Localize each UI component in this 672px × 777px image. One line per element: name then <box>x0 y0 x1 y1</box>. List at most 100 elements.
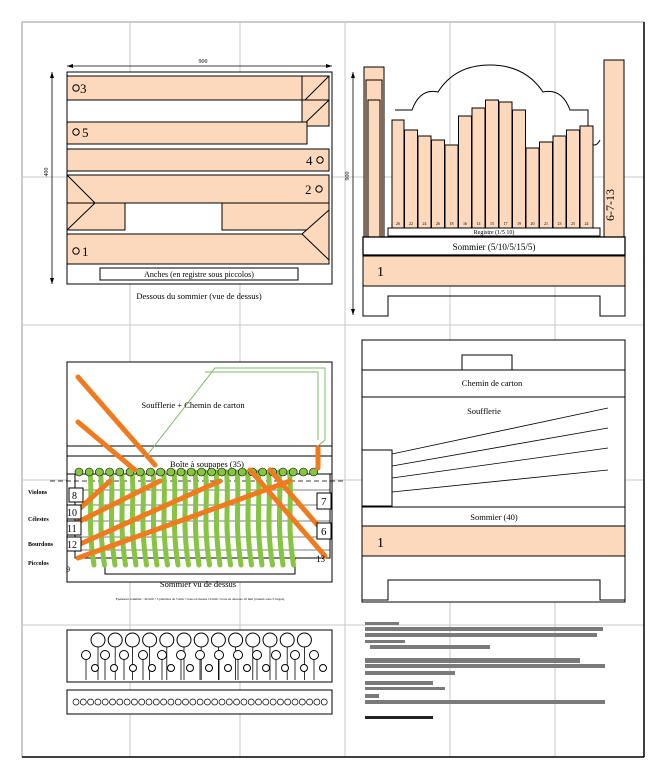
valve-hole <box>146 467 155 477</box>
panel-side-section: Chemin de carton Soufflerie Sommier (40)… <box>361 339 626 603</box>
rack-hole-large <box>159 632 175 648</box>
rack-hole-large <box>193 632 209 648</box>
center-pipe: 25 <box>566 129 580 229</box>
rack-row-hole <box>262 698 270 706</box>
pipe-number: 17 <box>504 221 508 226</box>
rack-hole-small <box>148 664 156 672</box>
left-number-8: 8 <box>72 491 77 502</box>
center-pipe: 24 <box>417 135 432 229</box>
pipe-number: 25 <box>571 221 575 226</box>
bellows-path-title: Soufflerie + Chemin de carton <box>141 400 245 410</box>
rack-hole-large <box>142 632 158 648</box>
right-number-7: 7 <box>321 496 327 508</box>
rack-hole-medium <box>309 650 319 660</box>
center-pipe: 17 <box>498 101 513 229</box>
pipe-number: 18 <box>450 221 454 226</box>
rack-hole-medium <box>195 650 205 660</box>
rack-hole-medium <box>157 650 167 660</box>
rack-hole-large <box>90 632 106 648</box>
rack-row-hole <box>160 698 167 706</box>
right-number-6: 6 <box>321 526 327 538</box>
rack-row-hole <box>240 698 248 706</box>
rack-hole-large <box>279 632 295 648</box>
rack-row-hole <box>131 698 138 706</box>
rack-row-hole <box>167 698 175 706</box>
rack-row-hole <box>291 698 299 706</box>
panel-pipe-elevation: 900 8-9-10-11-12 6-7-13 2622242618161415… <box>345 59 626 317</box>
valve-hole <box>258 467 267 477</box>
rack-hole-small <box>281 664 289 672</box>
pipe-number: 24 <box>585 221 589 226</box>
rack-row-hole <box>145 698 153 706</box>
slot-5 <box>66 121 308 145</box>
pipe-number: 14 <box>477 221 481 226</box>
underside-caption: Dessous du sommier (vue de dessus) <box>136 291 262 301</box>
slot-3-label: 3 <box>80 81 87 96</box>
rack-row-hole <box>255 698 262 706</box>
valve-hole <box>227 467 237 477</box>
rack-hole-small <box>205 664 213 672</box>
pipe-number: 21 <box>544 221 548 226</box>
rack-row-hole <box>218 698 226 706</box>
air-channel <box>171 469 181 568</box>
rack-hole-medium <box>138 650 148 660</box>
rack-hole-small <box>243 664 251 672</box>
panel-underside-view: 900 400 3 5 4 2 1 Anches (en registre so… <box>44 59 333 301</box>
left-number-10: 10 <box>67 508 77 519</box>
air-channel <box>140 469 149 568</box>
rack-row-hole <box>204 698 211 706</box>
rack-hole-large <box>296 632 312 648</box>
panel-windchest-top: Soufflerie + Chemin de carton Boîte à so… <box>28 361 345 601</box>
rack-hole-medium <box>271 650 281 660</box>
slot-4 <box>66 148 330 172</box>
valve-hole <box>156 467 165 477</box>
rack-row-hole <box>211 698 219 706</box>
rack-row-hole <box>313 698 321 706</box>
register-caption: Registre (1/5 10) <box>474 229 515 236</box>
rack-row-hole <box>79 698 87 706</box>
side-label-violons: Violons <box>28 490 48 496</box>
rack-row-hole <box>225 698 233 706</box>
rack-row-hole <box>87 698 94 706</box>
center-pipe: 19 <box>512 109 526 229</box>
rack-hole-small <box>224 664 232 672</box>
elevation-bottom-label: 1 <box>377 265 384 280</box>
rack-row-hole <box>298 698 306 706</box>
slot-2-label: 2 <box>305 182 312 197</box>
slot-2 <box>66 174 330 204</box>
side-label-bourdons: Bourdons <box>28 542 54 548</box>
center-pipe: 21 <box>539 141 553 229</box>
rack-hole-medium <box>81 650 91 660</box>
windchest-top-caption: Sommier vu de dessus <box>160 579 236 589</box>
rack-hole-large <box>210 632 226 648</box>
valve-hole <box>176 467 186 477</box>
center-pipe: 16 <box>458 115 472 229</box>
rack-row-hole <box>101 698 109 706</box>
center-pipe: 22 <box>404 129 418 229</box>
rack-hole-small <box>186 664 194 672</box>
valve-hole <box>186 467 196 477</box>
rack-hole-small <box>319 664 327 672</box>
valve-hole <box>197 467 206 477</box>
air-channel <box>245 469 254 568</box>
rack-row-hole <box>123 698 131 706</box>
rack-hole-small <box>110 664 118 672</box>
center-pipe: 20 <box>525 147 540 229</box>
valve-hole <box>237 467 247 477</box>
left-number-12: 12 <box>67 540 77 551</box>
rack-hole-medium <box>119 650 129 660</box>
valve-hole <box>74 467 84 477</box>
center-pipe: 14 <box>471 107 486 229</box>
side-label-piccolos: Piccolos <box>28 561 49 567</box>
dim-width-label: 900 <box>199 59 208 65</box>
rack-row-hole <box>189 698 197 706</box>
rack-row-hole <box>284 698 292 706</box>
air-channel <box>161 469 170 568</box>
sommier-section-label: Sommier (40) <box>470 512 518 522</box>
rack-hole-medium <box>176 650 186 660</box>
reeds-caption: Anches (en registre sous piccolos) <box>144 270 254 279</box>
pipe-number: 16 <box>463 221 467 226</box>
rack-row-hole <box>182 698 189 706</box>
valve-hole <box>135 467 145 477</box>
